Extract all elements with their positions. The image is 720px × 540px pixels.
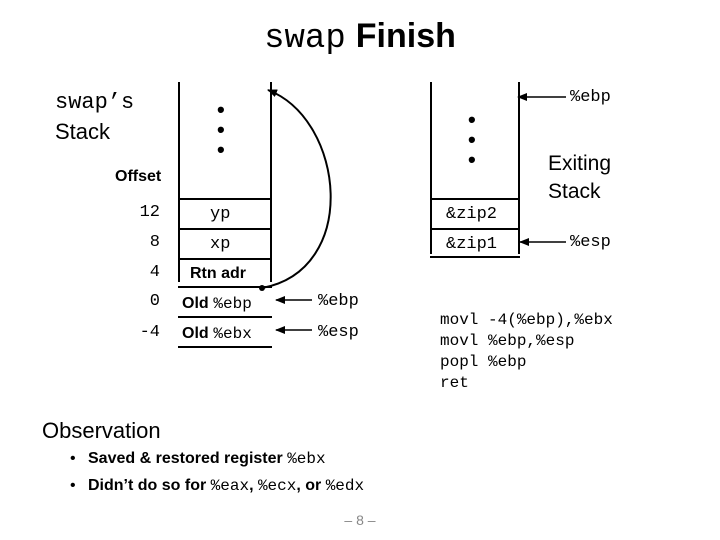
cell-label-prefix: Old — [182, 325, 209, 342]
observation-item: • Didn’t do so for %eax, %ecx, or %edx — [70, 475, 364, 502]
cell-label: &zip1 — [446, 235, 498, 254]
cell-label: Old %ebp — [182, 293, 252, 313]
observation-heading: Observation — [42, 418, 161, 443]
offset-0: 0 — [149, 292, 160, 311]
offset-8: 8 — [149, 233, 160, 252]
title-function-name: swap — [264, 20, 346, 58]
offset-header: Offset — [115, 168, 162, 185]
left-stack-dots: ••• — [217, 97, 225, 162]
code-line: popl %ebp — [440, 353, 527, 371]
offset-4: 4 — [149, 263, 160, 282]
right-stack-cell-zip1: &zip1 — [430, 228, 520, 258]
left-stack-heading-line1: swap’s — [55, 90, 135, 115]
observation-item: • Saved & restored register %ebx — [70, 448, 364, 475]
code-line: movl -4(%ebp),%ebx — [440, 311, 613, 329]
left-stack-frame — [178, 82, 272, 282]
bullet-icon: • — [70, 477, 76, 494]
exiting-stack-label-line2: Stack — [548, 180, 601, 203]
left-stack-cell-rtn-adr: Rtn adr — [178, 258, 272, 286]
cell-label-register: %ebx — [213, 325, 252, 343]
cell-label-prefix: Old — [182, 295, 209, 312]
observation-register: %ecx — [257, 477, 297, 495]
observation-register: %edx — [325, 477, 365, 495]
saved-ebp-curve-arrow — [261, 89, 332, 289]
observation-list: • Saved & restored register %ebx • Didn’t … — [70, 448, 364, 502]
cell-label-register: %ebp — [213, 295, 252, 313]
left-stack-cell-yp: yp — [178, 198, 272, 226]
right-stack-frame — [430, 82, 520, 254]
observation-text: Saved & restored register — [88, 450, 288, 467]
left-stack-cell-old-ebx: Old %ebx — [178, 316, 272, 348]
saved-ebp-curve-start-dot — [259, 285, 265, 291]
left-stack-cell-xp: xp — [178, 228, 272, 256]
right-stack-dots: ••• — [468, 107, 476, 172]
left-esp-pointer-label: %esp — [318, 323, 359, 342]
page-number: – 8 – — [344, 512, 376, 528]
observation-register: %ebx — [287, 450, 326, 468]
right-stack-cell-zip2: &zip2 — [430, 198, 520, 226]
right-esp-pointer-label: %esp — [570, 233, 611, 252]
code-line: ret — [440, 374, 469, 392]
left-ebp-pointer-label: %ebp — [318, 292, 359, 311]
observation-separator: , or — [296, 477, 326, 494]
exiting-stack-label-line1: Exiting — [548, 152, 612, 175]
slide-title: swap Finish — [0, 14, 720, 58]
cell-label: xp — [210, 235, 231, 254]
right-ebp-pointer-label: %ebp — [570, 88, 611, 107]
cell-label: yp — [210, 205, 231, 224]
exiting-stack-label: Exiting Stack — [548, 150, 611, 206]
offset-12: 12 — [139, 203, 160, 222]
code-line: movl %ebp,%esp — [440, 332, 575, 350]
cell-label: Rtn adr — [190, 265, 246, 282]
left-stack-heading-line2: Stack — [55, 119, 111, 144]
observation-register: %eax — [210, 477, 250, 495]
title-word: Finish — [355, 17, 456, 55]
observation-separator: , — [249, 477, 258, 494]
offset-minus-4: -4 — [139, 323, 160, 342]
left-stack-cell-old-ebp: Old %ebp — [178, 286, 272, 314]
bullet-icon: • — [70, 450, 76, 467]
cell-label: Old %ebx — [182, 323, 252, 343]
cell-label: &zip2 — [446, 205, 498, 224]
assembly-code: movl -4(%ebp),%ebx movl %ebp,%esp popl %eb… — [440, 310, 613, 394]
observation-text: Didn’t do so for — [88, 477, 211, 494]
